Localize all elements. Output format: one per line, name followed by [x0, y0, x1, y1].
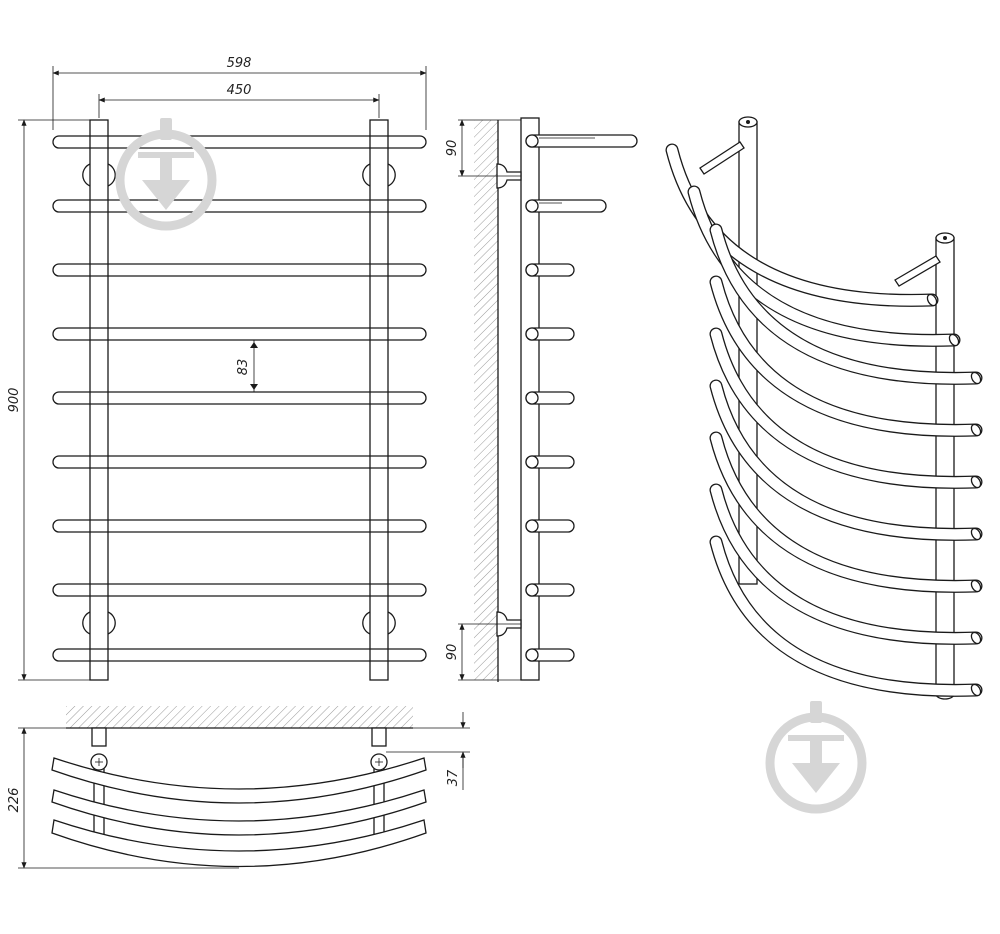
- persp-wall-stubs: [699, 141, 941, 287]
- top-view: 226 37: [7, 706, 470, 869]
- side-bars: [525, 134, 638, 662]
- front-bar: [52, 327, 427, 341]
- arrow-head: [250, 384, 258, 390]
- front-bar: [52, 391, 427, 405]
- persp-right-post-hole: [943, 236, 947, 240]
- wall-hatch: [474, 120, 498, 680]
- front-brackets: [82, 163, 396, 635]
- top-curved-bars: [51, 757, 427, 868]
- perspective-view: [665, 116, 983, 700]
- dim-overall-height: 900: [7, 388, 22, 413]
- dim-bar-spacing: 83: [236, 359, 251, 376]
- dim-overall-width: 598: [227, 56, 252, 71]
- top-wall-hatch: [66, 706, 413, 728]
- top-brackets: [90, 727, 388, 837]
- front-bar: [52, 263, 427, 277]
- arrow-head: [250, 342, 258, 348]
- front-bar: [52, 583, 427, 597]
- download-arrow-icon: [138, 152, 194, 210]
- front-bars: [52, 135, 427, 662]
- dim-bottom-offset: 90: [445, 644, 460, 661]
- front-bar: [52, 455, 427, 469]
- dim-top-offset: 90: [445, 140, 460, 157]
- watermark-bottom: [765, 701, 867, 814]
- persp-right-post: [935, 237, 955, 695]
- watermark-top: [115, 118, 217, 231]
- side-bar-stub: [525, 134, 638, 148]
- front-bar: [52, 199, 427, 213]
- side-mount-bottom: [458, 611, 522, 637]
- persp-bars: [665, 143, 983, 697]
- side-view: 90 90: [445, 117, 638, 682]
- side-mount-top: [458, 163, 522, 189]
- persp-left-post-hole: [746, 120, 750, 124]
- download-arrow-icon: [788, 735, 844, 793]
- front-view: 598 450 900 83: [7, 56, 427, 681]
- dim-wall-gap: 37: [446, 769, 461, 786]
- front-bar: [52, 648, 427, 662]
- dim-center-distance: 450: [227, 83, 252, 98]
- dim-depth: 226: [7, 788, 22, 813]
- front-bar: [52, 519, 427, 533]
